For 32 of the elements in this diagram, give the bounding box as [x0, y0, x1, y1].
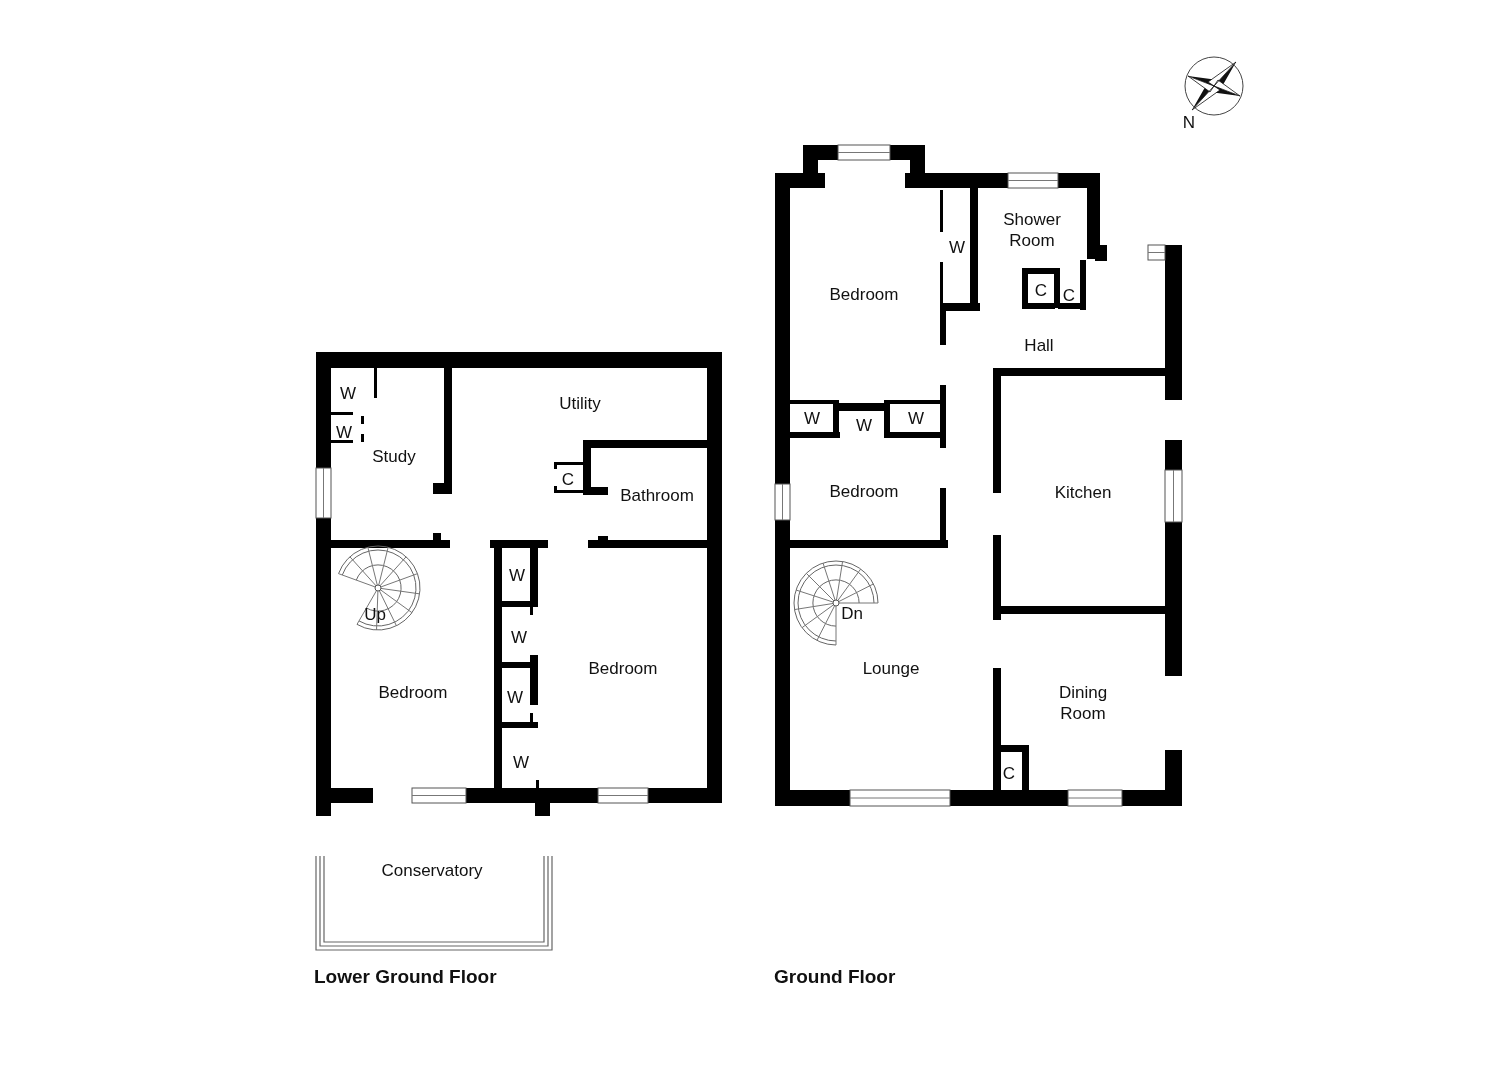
- room-label: Bedroom: [588, 657, 658, 679]
- cupboard-label: C: [561, 468, 575, 490]
- wardrobe-label: W: [511, 626, 527, 648]
- stair-label: Dn: [841, 602, 863, 624]
- room-label: Dining Room: [1057, 682, 1109, 724]
- wardrobe-label: W: [509, 564, 525, 586]
- wardrobe-label: W: [336, 421, 352, 443]
- wardrobe-label: W: [908, 407, 924, 429]
- room-label: Conservatory: [381, 859, 483, 881]
- wardrobe-label: W: [856, 414, 872, 436]
- stair-label: Up: [364, 603, 386, 625]
- cupboard-label: C: [1002, 762, 1016, 784]
- floor-title: Ground Floor: [774, 965, 896, 987]
- wardrobe-label: W: [340, 382, 356, 404]
- room-label: Bedroom: [378, 681, 448, 703]
- room-label: Bedroom: [829, 283, 899, 305]
- wardrobe-label: W: [949, 236, 965, 258]
- room-label: Kitchen: [1054, 481, 1112, 503]
- cupboard-label: C: [1034, 279, 1048, 301]
- room-label: Bathroom: [620, 484, 694, 506]
- cupboard-label: C: [1062, 284, 1076, 306]
- room-label: Hall: [1024, 334, 1054, 356]
- floor-title: Lower Ground Floor: [314, 965, 497, 987]
- room-label: Utility: [559, 392, 601, 414]
- wardrobe-label: W: [507, 686, 523, 708]
- room-label: Study: [372, 445, 416, 467]
- room-label: Lounge: [862, 657, 920, 679]
- compass-label: N: [1182, 111, 1196, 133]
- wardrobe-label: W: [804, 407, 820, 429]
- wardrobe-label: W: [513, 751, 529, 773]
- room-label: Bedroom: [829, 480, 899, 502]
- room-label: Shower Room: [1002, 209, 1062, 251]
